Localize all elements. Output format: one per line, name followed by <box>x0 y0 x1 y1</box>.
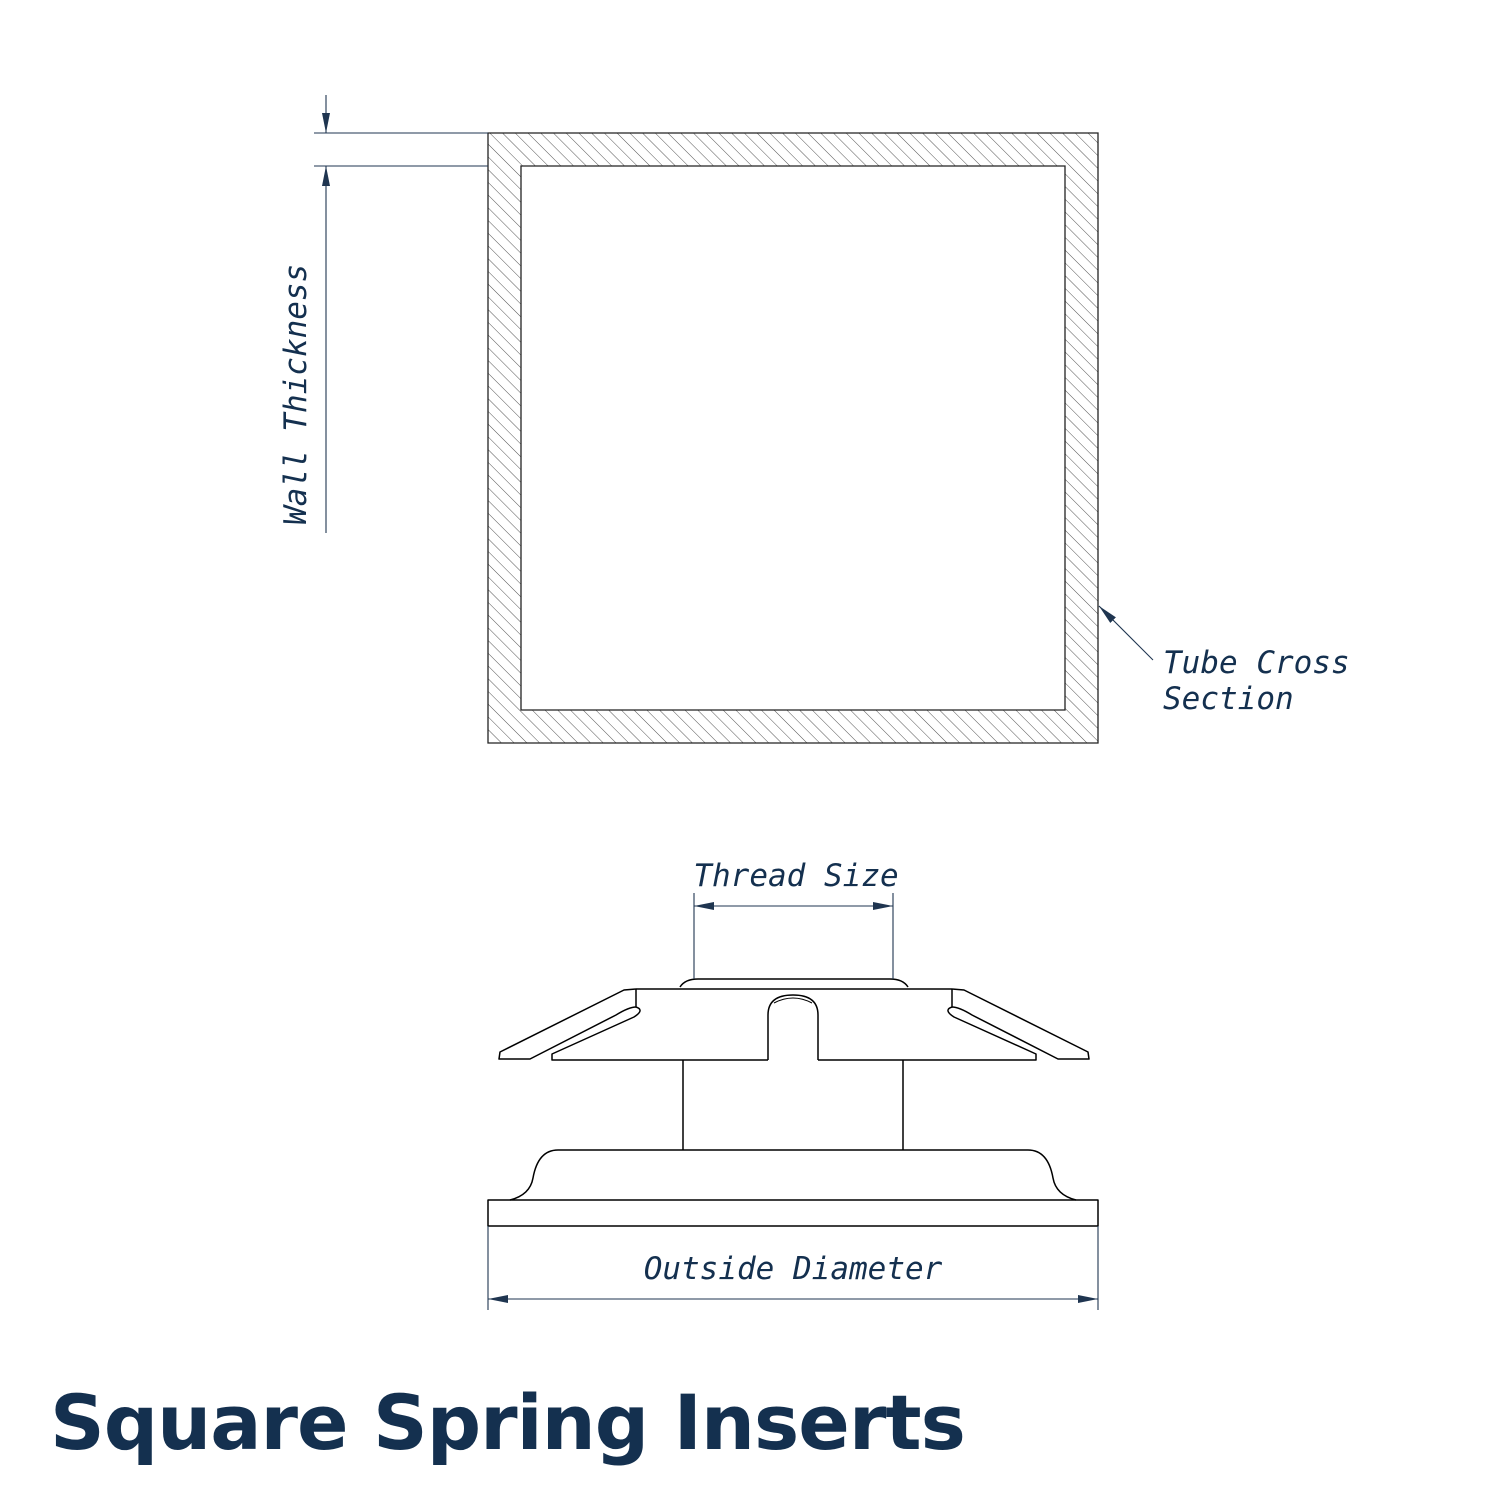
wall-thickness-dimension <box>314 95 488 533</box>
spring-insert-side-view <box>487 978 1099 1227</box>
thread-size-dimension <box>693 893 894 979</box>
tube-cross-section-label-line1: Tube Cross <box>1163 645 1350 681</box>
tube-cross-section-label-line2: Section <box>1163 681 1294 717</box>
outside-diameter-dimension <box>487 1226 1099 1310</box>
outside-diameter-label: Outside Diameter <box>644 1251 943 1287</box>
thread-boss <box>679 978 909 988</box>
tube-wall-hatched <box>487 132 1099 744</box>
left-spring-wing-inner <box>551 989 768 1061</box>
center-slot-inner <box>773 997 813 1004</box>
wall-thickness-label: Wall Thickness <box>278 264 314 525</box>
right-spring-wing-inner <box>818 989 1037 1061</box>
base-plate <box>487 1199 1099 1227</box>
tube-cross-section <box>487 132 1099 744</box>
leader-line <box>1098 605 1154 661</box>
tube-cross-section-leader <box>1098 605 1154 661</box>
page-title: Square Spring Inserts <box>50 1378 966 1467</box>
thread-size-label: Thread Size <box>693 858 898 894</box>
base-shoulder <box>509 1149 1077 1201</box>
left-spring-wing <box>498 988 637 1060</box>
center-slot <box>767 994 819 1060</box>
right-spring-wing <box>951 988 1090 1060</box>
